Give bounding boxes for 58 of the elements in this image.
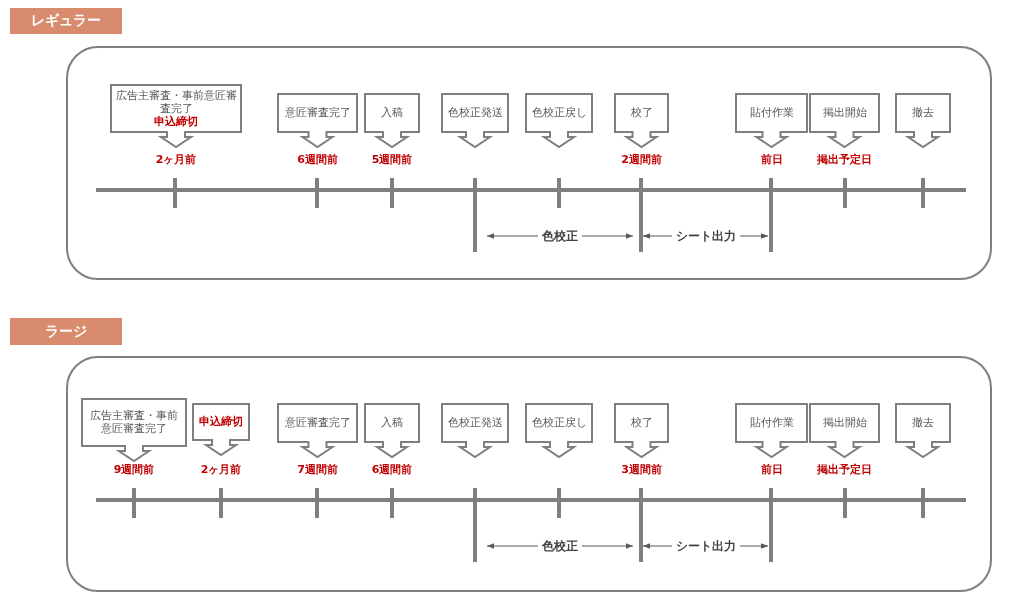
callout-text: 入稿: [381, 106, 403, 119]
time-label: 7週間前: [297, 462, 338, 477]
callout-text: 色校正発送: [447, 416, 503, 429]
callout-box: [277, 93, 358, 148]
callout-text: 校了: [630, 106, 653, 119]
callout-text: 貼付作業: [749, 106, 794, 119]
section-tab: レギュラー: [10, 8, 122, 34]
callout-box: [192, 403, 250, 456]
time-label: 掲出予定日: [817, 462, 872, 477]
callout-text: 掲出開始: [822, 416, 867, 429]
time-label: 前日: [760, 152, 783, 167]
callout-box: [364, 93, 420, 148]
callout-text: 色校正戻し: [531, 106, 587, 119]
callout-text: 広告主審査・事前意匠審査完了: [114, 88, 238, 115]
callout-text: 貼付作業: [749, 416, 794, 429]
time-label: 2ヶ月前: [200, 462, 242, 477]
span-label: シート出力: [671, 227, 740, 245]
callout-box: [735, 403, 808, 458]
callout-box: [525, 403, 593, 458]
time-label: 6週間前: [371, 462, 413, 477]
time-label: 2週間前: [621, 152, 662, 167]
callout-box: [525, 93, 593, 148]
time-label: 掲出予定日: [817, 152, 872, 167]
span-label: 色校正: [538, 227, 582, 245]
callout-box: [110, 84, 242, 148]
callout-text: 入稿: [381, 416, 403, 429]
callout-text: 校了: [630, 416, 653, 429]
callout-box: [614, 93, 669, 148]
callout-box: [614, 403, 669, 458]
callout-text: 広告主審査・事前意匠審査完了: [89, 409, 179, 435]
callout-text: 色校正戻し: [531, 416, 587, 429]
callout-box: [895, 93, 951, 148]
callout-box: [735, 93, 808, 148]
callout-box: [809, 93, 880, 148]
span-label: シート出力: [671, 537, 740, 555]
callout-text: 撤去: [912, 106, 934, 119]
time-label: 6週間前: [297, 152, 338, 167]
time-label: 3週間前: [621, 462, 662, 477]
time-label: 前日: [760, 462, 783, 477]
time-label: 2ヶ月前: [155, 152, 197, 167]
time-label: 9週間前: [113, 462, 155, 477]
callout-box: [895, 403, 951, 458]
callout-text: 色校正発送: [447, 106, 503, 119]
callout-text: 撤去: [912, 416, 934, 429]
time-label: 5週間前: [371, 152, 413, 167]
callout-box: [441, 93, 509, 148]
callout-text: 申込締切: [154, 114, 198, 128]
span-label: 色校正: [538, 537, 582, 555]
callout-box: [809, 403, 880, 458]
callout-text: 意匠審査完了: [284, 416, 351, 429]
callout-box: [81, 398, 187, 462]
callout-text: 掲出開始: [822, 106, 867, 119]
section-tab: ラージ: [10, 318, 122, 345]
callout-box: [441, 403, 509, 458]
callout-box: [364, 403, 420, 458]
callout-text: 意匠審査完了: [284, 106, 351, 119]
callout-text: 申込締切: [199, 415, 243, 428]
callout-box: [277, 403, 358, 458]
